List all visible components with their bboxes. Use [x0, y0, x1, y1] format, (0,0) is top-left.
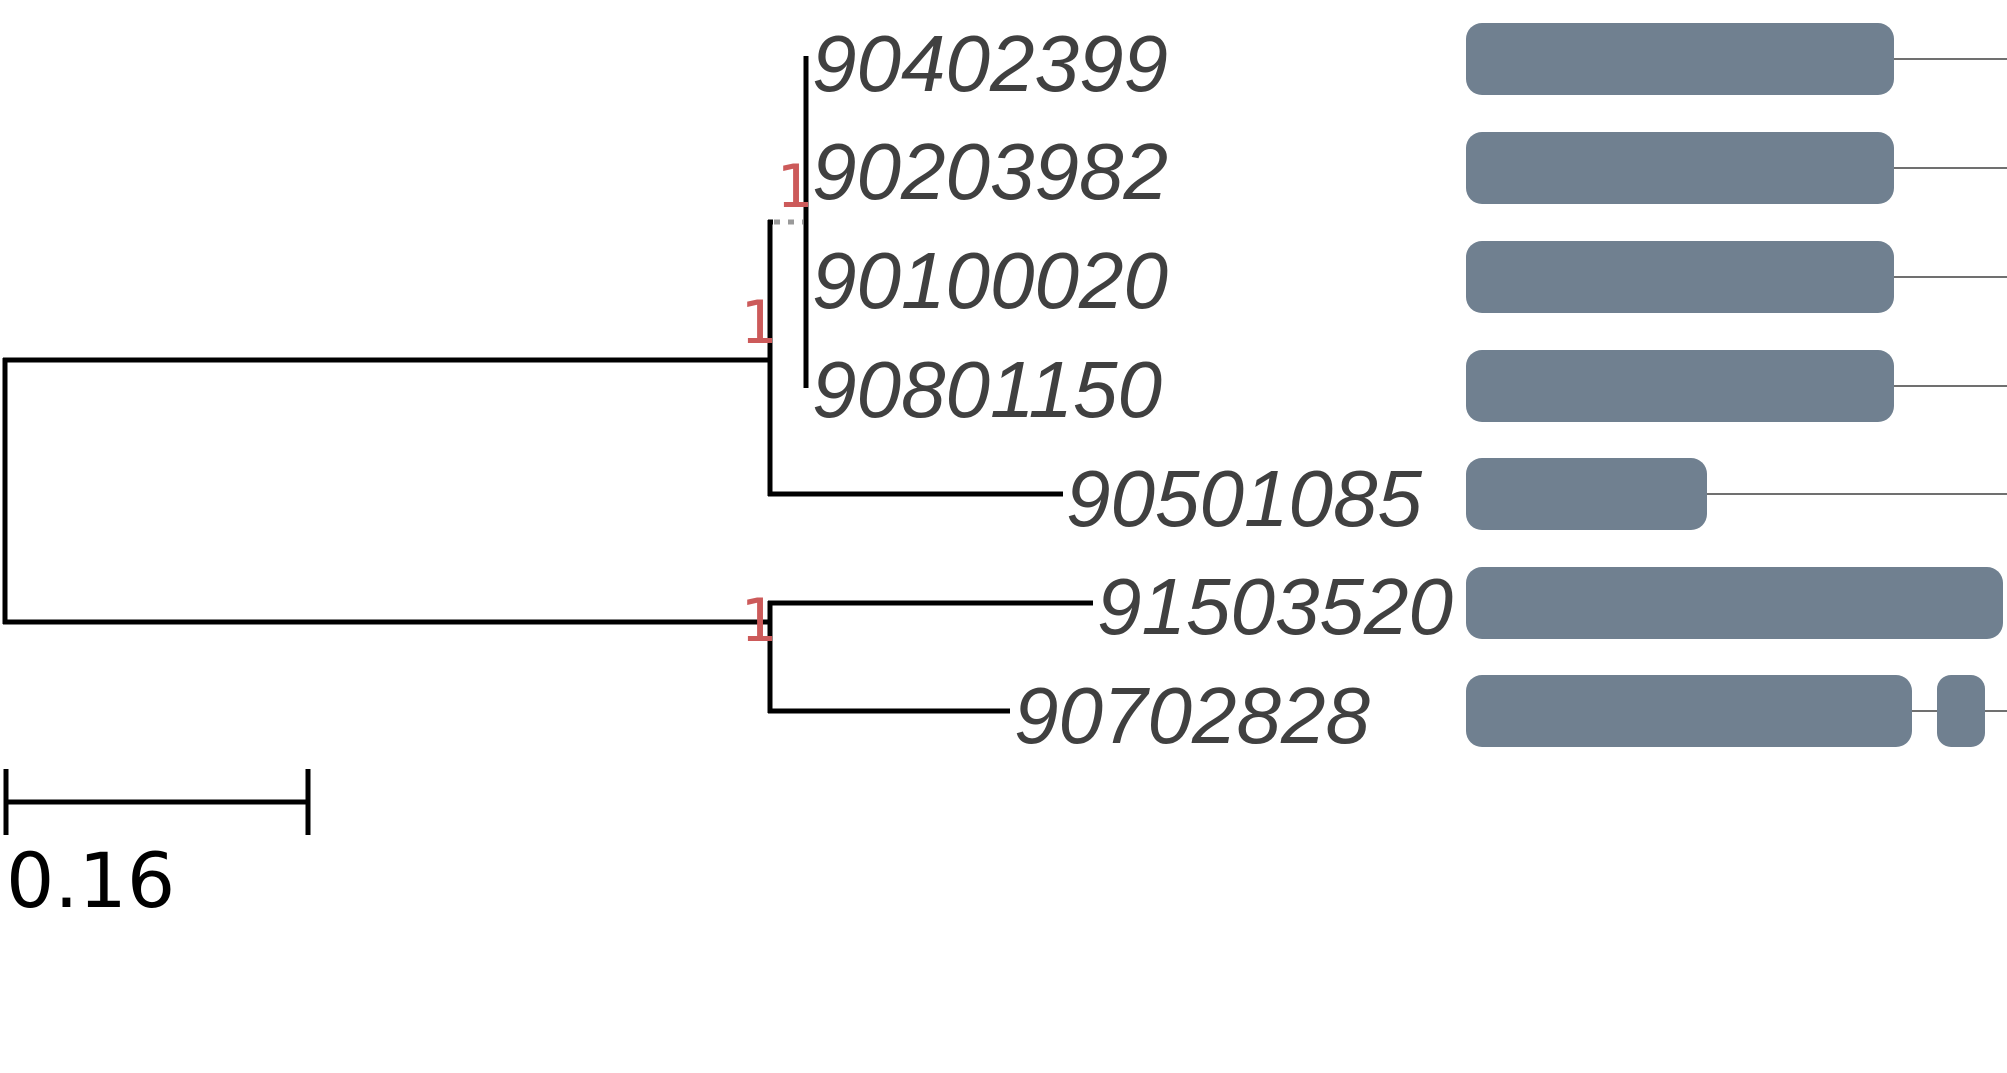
support-value-upper-clade: 1 [740, 288, 776, 358]
domain-track-90100020 [1466, 241, 2007, 313]
domain-bar [1466, 350, 1894, 422]
leaf-label-90702828: 90702828 [1014, 671, 1370, 760]
domain-bar [1466, 458, 1707, 530]
domain-bar [1466, 23, 1894, 95]
domain-track-90801150 [1466, 350, 2007, 422]
domain-track-90203982 [1466, 132, 2007, 204]
domain-track-90501085 [1466, 458, 2007, 530]
support-values: 1 1 1 [740, 152, 812, 656]
support-value-polytomy: 1 [776, 152, 812, 222]
leaf-label-90801150: 90801150 [812, 345, 1162, 434]
domain-track-90702828 [1466, 675, 2007, 747]
domain-track-90402399 [1466, 23, 2007, 95]
leaf-labels: 90402399 90203982 90100020 90801150 9050… [812, 19, 1453, 760]
leaf-label-90402399: 90402399 [812, 19, 1168, 108]
scale-bar: 0.16 [3, 769, 311, 925]
domain-tracks [1466, 23, 2007, 747]
leaf-label-90100020: 90100020 [812, 236, 1168, 325]
domain-bar [1466, 567, 2003, 639]
domain-track-91503520 [1466, 567, 2003, 639]
domain-bar [1466, 675, 1912, 747]
leaf-label-90203982: 90203982 [812, 127, 1168, 216]
scale-bar-label: 0.16 [6, 836, 175, 925]
support-value-lower-clade: 1 [740, 586, 776, 656]
leaf-label-91503520: 91503520 [1097, 562, 1453, 651]
domain-bar [1466, 241, 1894, 313]
leaf-label-90501085: 90501085 [1066, 454, 1422, 543]
domain-bar-small [1937, 675, 1985, 747]
domain-bar [1466, 132, 1894, 204]
tree-branches [2, 56, 1093, 714]
